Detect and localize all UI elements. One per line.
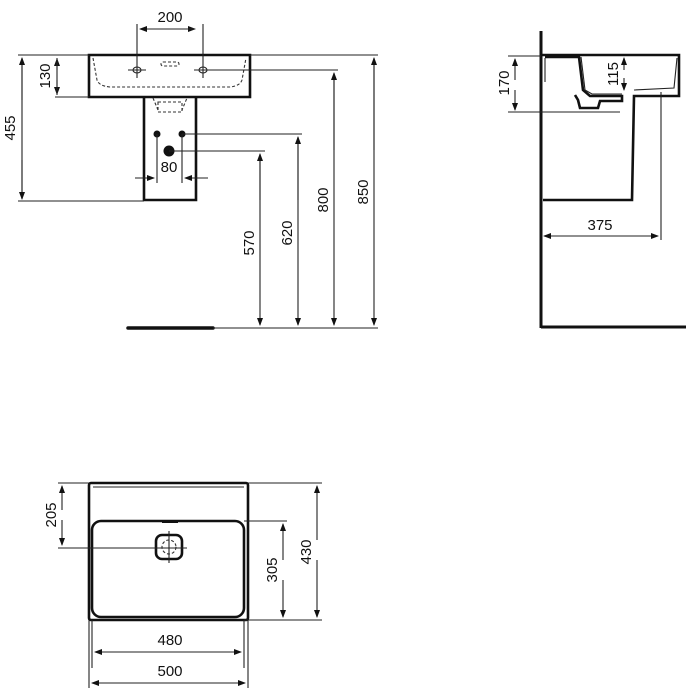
waste-outlet-icon xyxy=(154,531,184,563)
basin-top-outline xyxy=(87,481,250,622)
overflow-slot-icon xyxy=(160,61,180,67)
basin-side-profile xyxy=(541,53,681,202)
dim-bowl-depth-top: 305 xyxy=(264,557,281,582)
dim-overall-height: 850 xyxy=(355,179,372,204)
dim-pedestal-total: 455 xyxy=(2,115,19,140)
dim-tap-height: 800 xyxy=(315,187,332,212)
dim-projection: 375 xyxy=(587,217,612,234)
dim-bowl-width: 480 xyxy=(157,632,182,649)
dim-side-depth: 170 xyxy=(496,70,513,95)
dim-waste-from-back: 205 xyxy=(43,502,60,527)
side-view: 170 115 375 xyxy=(496,31,686,329)
dim-waste-height: 570 xyxy=(241,230,258,255)
dim-basin-height: 130 xyxy=(37,63,54,88)
top-view: 205 305 430 480 500 xyxy=(43,481,322,688)
basin-front-outline xyxy=(87,53,252,99)
dim-pipe-spacing: 80 xyxy=(161,159,178,176)
bowl-hidden-line xyxy=(92,57,247,88)
dim-overall-depth: 430 xyxy=(298,539,315,564)
front-view: 200 80 130 455 570 620 xyxy=(2,9,378,330)
dim-bowl-depth: 115 xyxy=(605,62,622,86)
dim-overall-width: 500 xyxy=(157,663,182,680)
dim-tap-spacing: 200 xyxy=(157,9,182,26)
pedestal-outline xyxy=(142,97,198,202)
dim-supply-height: 620 xyxy=(279,220,296,245)
